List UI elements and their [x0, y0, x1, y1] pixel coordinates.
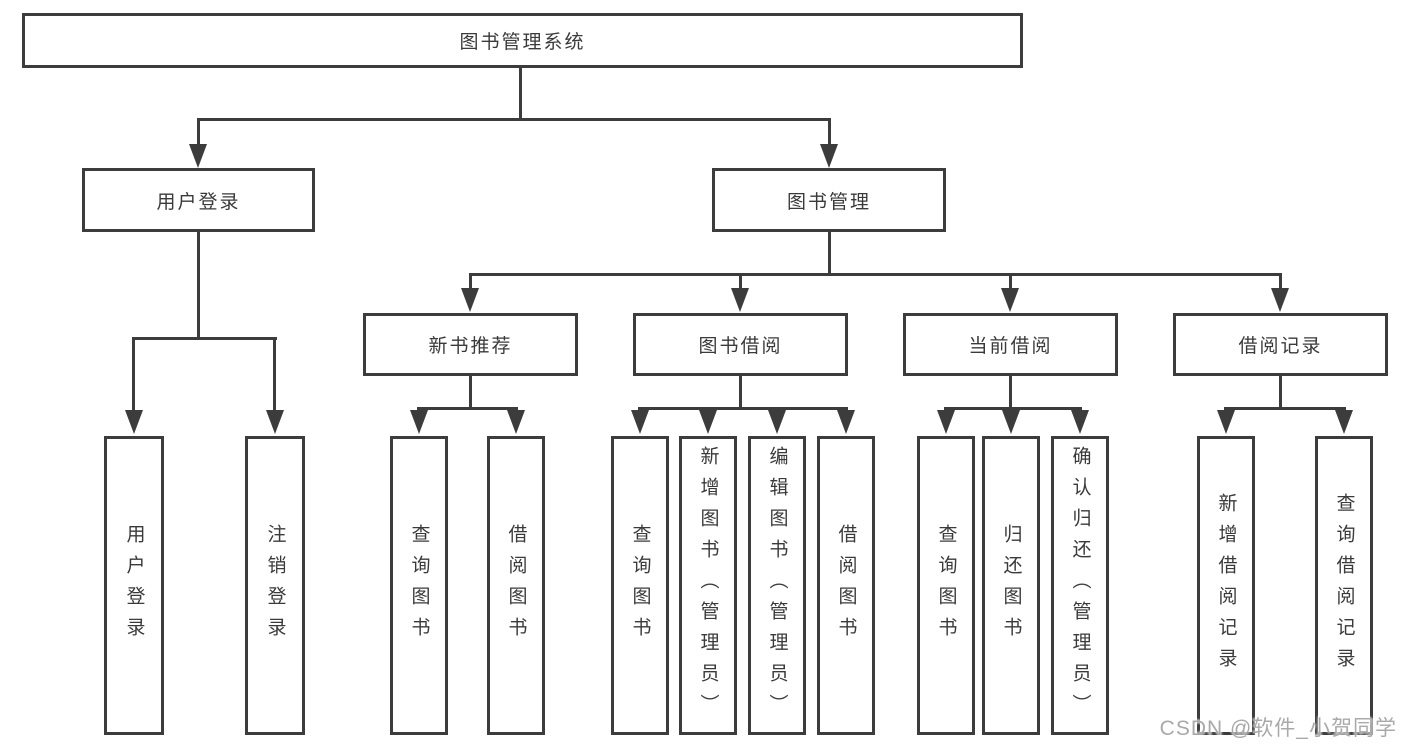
- leaf-add-borrow-record: 新增借阅记录: [1197, 436, 1255, 735]
- connector-line: [469, 273, 1282, 276]
- leaf-query-books: 查询图书: [390, 436, 448, 735]
- leaf-query-books: 查询图书: [611, 436, 669, 735]
- arrowhead-icon: [699, 410, 717, 434]
- connector-line: [197, 232, 200, 338]
- arrowhead-icon: [1001, 288, 1019, 312]
- connector-line: [828, 232, 831, 274]
- node-book-management: 图书管理: [712, 168, 946, 232]
- arrowhead-icon: [266, 410, 284, 434]
- leaf-label: 注销登录: [264, 523, 286, 648]
- connector-line: [132, 337, 135, 412]
- node-borrow-records: 借阅记录: [1173, 313, 1388, 376]
- arrowhead-icon: [125, 410, 143, 434]
- leaf-logout: 注销登录: [245, 436, 305, 735]
- connector-line: [1009, 375, 1012, 408]
- node-library-management-system: 图书管理系统: [22, 13, 1023, 68]
- arrowhead-icon: [937, 410, 955, 434]
- connector-line: [197, 120, 200, 146]
- connector-line: [417, 407, 518, 410]
- node-book-borrow: 图书借阅: [633, 313, 848, 376]
- arrowhead-icon: [837, 410, 855, 434]
- node-label: 图书管理系统: [459, 32, 586, 53]
- node-current-borrow: 当前借阅: [903, 313, 1118, 376]
- leaf-label: 新增借阅记录: [1215, 492, 1237, 679]
- csdn-watermark: CSDN @软件_小贺同学: [1159, 717, 1397, 740]
- leaf-borrow-books: 借阅图书: [487, 436, 545, 735]
- arrowhead-icon: [461, 288, 479, 312]
- leaf-label: 确认归还（管理员）: [1069, 446, 1091, 725]
- arrowhead-icon: [410, 410, 428, 434]
- leaf-confirm-return-admin: 确认归还（管理员）: [1051, 436, 1109, 735]
- node-label: 新书推荐: [428, 336, 513, 357]
- connector-line: [1279, 375, 1282, 408]
- connector-line: [638, 407, 848, 410]
- leaf-user-login: 用户登录: [104, 436, 164, 735]
- leaf-label: 借阅图书: [835, 523, 857, 648]
- node-label: 当前借阅: [968, 336, 1053, 357]
- arrowhead-icon: [1335, 410, 1353, 434]
- connector-line: [1009, 273, 1012, 290]
- leaf-label: 借阅图书: [505, 523, 527, 648]
- connector-line: [273, 337, 276, 412]
- leaf-label: 查询借阅记录: [1333, 492, 1355, 679]
- node-new-book-recommend: 新书推荐: [363, 313, 578, 376]
- connector-line: [469, 273, 472, 290]
- connector-line: [197, 118, 831, 121]
- arrowhead-icon: [820, 144, 838, 168]
- leaf-label: 新增图书（管理员）: [697, 446, 719, 725]
- leaf-label: 编辑图书（管理员）: [766, 446, 788, 725]
- arrowhead-icon: [731, 288, 749, 312]
- leaf-label: 查询图书: [408, 523, 430, 648]
- leaf-query-borrow-record: 查询借阅记录: [1315, 436, 1373, 735]
- node-label: 用户登录: [156, 191, 241, 213]
- connector-line: [1224, 407, 1346, 410]
- arrowhead-icon: [189, 144, 207, 168]
- arrowhead-icon: [1002, 410, 1020, 434]
- leaf-return-books: 归还图书: [982, 436, 1040, 735]
- arrowhead-icon: [631, 410, 649, 434]
- leaf-label: 查询图书: [935, 523, 957, 648]
- connector-line: [519, 68, 522, 120]
- arrowhead-icon: [1271, 288, 1289, 312]
- connector-line: [739, 273, 742, 290]
- node-label: 图书借阅: [698, 336, 783, 357]
- arrowhead-icon: [1217, 410, 1235, 434]
- arrowhead-icon: [507, 410, 525, 434]
- leaf-borrow-books: 借阅图书: [817, 436, 875, 735]
- connector-line: [132, 337, 277, 340]
- connector-line: [1279, 273, 1282, 290]
- connector-line: [739, 376, 742, 408]
- leaf-label: 查询图书: [629, 523, 651, 648]
- arrowhead-icon: [768, 410, 786, 434]
- connector-line: [944, 407, 1082, 410]
- node-user-login: 用户登录: [82, 168, 315, 232]
- connector-line: [828, 120, 831, 146]
- leaf-edit-books-admin: 编辑图书（管理员）: [748, 436, 806, 735]
- leaf-label: 用户登录: [123, 523, 145, 648]
- node-label: 借阅记录: [1238, 336, 1323, 357]
- arrowhead-icon: [1071, 410, 1089, 434]
- leaf-add-books-admin: 新增图书（管理员）: [679, 436, 737, 735]
- connector-line: [469, 376, 472, 408]
- leaf-query-books: 查询图书: [917, 436, 975, 735]
- node-label: 图书管理: [786, 191, 871, 213]
- leaf-label: 归还图书: [1000, 523, 1022, 648]
